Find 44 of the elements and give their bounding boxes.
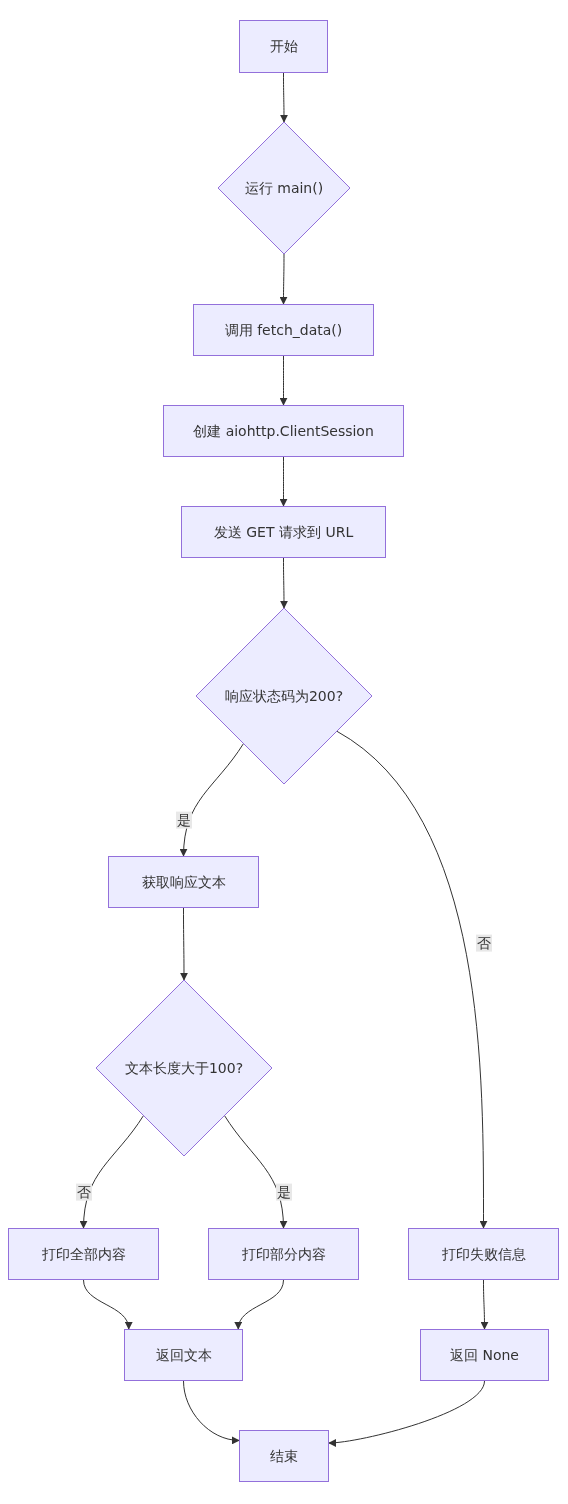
node-text: 获取响应文本: [141, 873, 226, 891]
process-box: [239, 1430, 329, 1482]
arrow: [280, 557, 288, 609]
arrow: [179, 743, 244, 857]
process-box: [8, 1228, 159, 1280]
node-text: 创建 aiohttp.ClientSession: [193, 422, 374, 440]
node-text: 打印失败信息: [441, 1245, 526, 1263]
node-text: 开始: [269, 38, 298, 55]
arrow: [83, 1279, 132, 1330]
process-box: [124, 1329, 243, 1381]
edge-label: 否: [76, 1183, 92, 1201]
node-text: 返回 None: [450, 1346, 519, 1364]
node-text: 打印部分内容: [241, 1245, 326, 1263]
arrow: [235, 1279, 284, 1330]
arrow: [279, 355, 288, 406]
arrow: [480, 1279, 489, 1330]
arrow: [336, 730, 488, 1229]
arrow: [280, 72, 288, 123]
node-text: 文本长度大于100?: [124, 1059, 244, 1077]
process-box: [208, 1228, 359, 1280]
arrow: [279, 253, 288, 305]
process-box: [193, 304, 374, 356]
node-text: 响应状态码为200?: [224, 687, 344, 705]
process-box: [181, 506, 386, 558]
arrow: [328, 1380, 485, 1447]
process-box: [163, 405, 404, 457]
node-text: 打印全部内容: [41, 1245, 126, 1263]
node-text: 结束: [270, 1447, 298, 1465]
node-text: 运行 main(): [244, 179, 324, 197]
arrow: [183, 1380, 240, 1444]
process-box: [239, 20, 328, 73]
node-text: 发送 GET 请求到 URL: [213, 523, 354, 541]
process-box: [108, 856, 259, 908]
edge-label: 是: [276, 1183, 292, 1201]
node-text: 返回文本: [155, 1346, 212, 1364]
arrow: [180, 907, 188, 981]
arrow: [224, 1115, 288, 1229]
process-box: [408, 1228, 559, 1280]
arrow: [279, 456, 288, 507]
edge-label: 是: [176, 811, 192, 829]
edge-label: 否: [476, 934, 492, 952]
process-box: [420, 1329, 549, 1381]
arrow: [79, 1115, 144, 1229]
node-text: 调用 fetch_data(): [224, 321, 343, 339]
